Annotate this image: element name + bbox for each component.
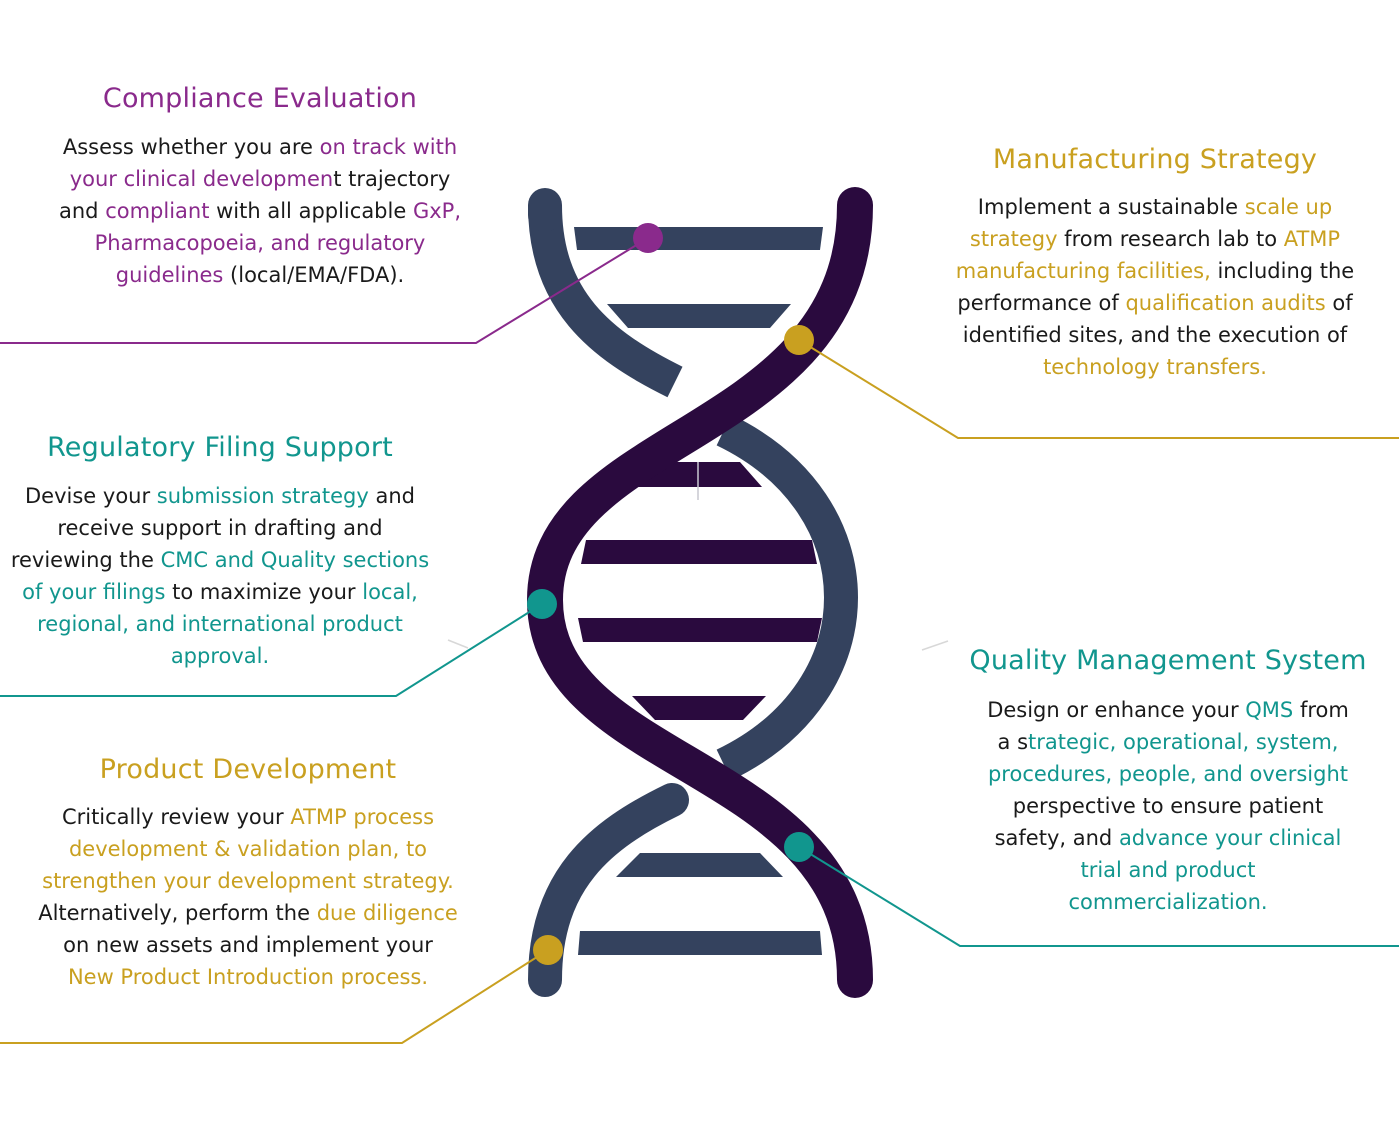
regulatory-body: Devise your submission strategy and rece… <box>5 480 435 672</box>
regulatory-highlight-text: CMC and Quality sections of your filings <box>22 548 430 604</box>
regulatory-body-text: Devise your <box>25 484 157 508</box>
dot-regulatory <box>527 589 557 619</box>
dna-rungs <box>574 227 823 955</box>
manufacturing-title: Manufacturing Strategy <box>992 144 1318 175</box>
manufacturing-body-text: including the performance of <box>957 259 1355 315</box>
regulatory-highlight-text: submission strategy <box>156 484 369 508</box>
product-title: Product Development <box>99 754 397 785</box>
dot-product <box>533 935 563 965</box>
quality-body-text: perspective to ensure patient safety, an… <box>994 794 1324 850</box>
product-body-text: on new assets and implement your <box>63 933 433 957</box>
dna-rung <box>616 853 783 877</box>
dna-rung <box>578 618 822 642</box>
compliance-title: Compliance Evaluation <box>102 83 418 114</box>
product-development-block: Product Development Critically review yo… <box>38 753 458 993</box>
quality-management-block: Quality Management System Design or enha… <box>960 644 1376 918</box>
manufacturing-body-text: of identified sites, and the execution o… <box>962 291 1353 347</box>
dna-rung <box>574 227 823 250</box>
connector-regulatory <box>0 603 543 697</box>
manufacturing-body-text: from research lab to <box>1057 227 1284 251</box>
product-highlight-text: New Product Introduction process. <box>67 965 429 989</box>
dna-rung <box>636 462 762 487</box>
connector-compliance <box>0 237 649 344</box>
compliance-body-text: (local/EMA/FDA). <box>223 263 405 287</box>
dna-rung <box>581 540 817 564</box>
connector-product <box>0 949 549 1044</box>
manufacturing-highlight-text: qualification audits <box>1125 291 1326 315</box>
faint-arrow <box>921 640 949 651</box>
quality-body-text: Design or enhance your <box>987 698 1246 722</box>
dot-manufacturing <box>784 325 814 355</box>
compliance-highlight-text: compliant <box>105 199 210 223</box>
quality-highlight-text: trategic, operational, system, procedure… <box>987 730 1349 786</box>
manufacturing-highlight-text: technology transfers. <box>1043 355 1267 379</box>
compliance-body: Assess whether you are on track with you… <box>55 131 465 291</box>
manufacturing-body-text: Implement a sustainable <box>977 195 1245 219</box>
product-body-text: Critically review your <box>61 805 291 829</box>
dna-rung <box>607 304 791 328</box>
manufacturing-highlight-text: ATMP manufacturing facilities, <box>955 227 1341 283</box>
compliance-highlight-text: GxP, Pharmacopoeia, and regulatory guide… <box>94 199 461 287</box>
dna-rung <box>632 696 766 720</box>
compliance-highlight-text: on track with your clinical developmen <box>69 135 458 191</box>
regulatory-body-text: to maximize your <box>165 580 363 604</box>
compliance-evaluation-block: Compliance Evaluation Assess whether you… <box>55 82 465 291</box>
product-body: Critically review your ATMP process deve… <box>38 801 458 993</box>
compliance-body-text: Assess whether you are <box>62 135 320 159</box>
manufacturing-highlight-text: scale up strategy <box>969 195 1333 251</box>
dna-rung <box>578 931 822 955</box>
manufacturing-body: Implement a sustainable scale up strateg… <box>945 191 1365 383</box>
dot-quality <box>784 832 814 862</box>
dot-compliance <box>633 223 663 253</box>
product-body-text: Alternatively, perform the <box>38 901 317 925</box>
product-highlight-text: ATMP process development & validation pl… <box>42 805 454 893</box>
manufacturing-strategy-block: Manufacturing Strategy Implement a susta… <box>945 143 1365 383</box>
faint-arrow <box>447 639 469 649</box>
quality-title: Quality Management System <box>969 645 1367 676</box>
compliance-body-text: t trajectory and <box>59 167 451 223</box>
compliance-body-text: with all applicable <box>209 199 413 223</box>
quality-body-text: from a s <box>997 698 1349 754</box>
regulatory-filing-block: Regulatory Filing Support Devise your su… <box>5 431 435 672</box>
connector-manufacturing <box>798 339 1399 439</box>
regulatory-title: Regulatory Filing Support <box>47 432 393 463</box>
quality-highlight-text: QMS <box>1245 698 1294 722</box>
connector-quality <box>798 846 1399 947</box>
connector-lines <box>0 237 1399 1044</box>
quality-highlight-text: advance your clinical trial and product … <box>1068 826 1342 914</box>
product-highlight-text: due diligence <box>316 901 458 925</box>
regulatory-body-text: and receive support in drafting and revi… <box>10 484 415 572</box>
regulatory-highlight-text: local, regional, and international produ… <box>37 580 418 668</box>
quality-body: Design or enhance your QMS from a strate… <box>960 694 1376 918</box>
